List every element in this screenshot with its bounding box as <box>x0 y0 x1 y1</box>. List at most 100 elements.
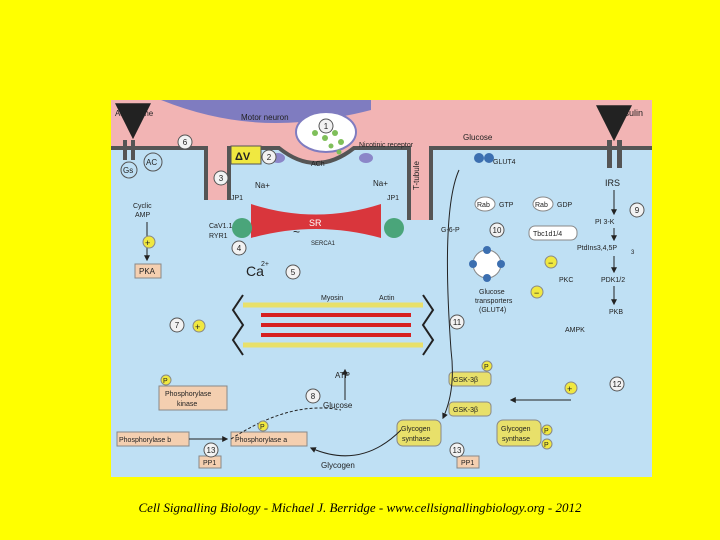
gtp-label: GTP <box>499 202 514 209</box>
step-circle <box>261 149 277 165</box>
step-number: 1 <box>324 122 329 131</box>
glut-label-2: transporters <box>475 298 513 305</box>
phospho-marker <box>481 360 493 372</box>
gs-inactive-label-1: Glycogen <box>501 426 531 433</box>
sarcoplasmic-reticulum <box>251 204 381 238</box>
contractile-apparatus <box>231 294 435 356</box>
ach-molecule <box>336 149 342 155</box>
gsk3-label-2: GSK-3β <box>453 407 478 414</box>
step-number: 5 <box>291 268 296 277</box>
rab-label-2: Rab <box>535 202 548 209</box>
plus-label: + <box>145 238 150 248</box>
rab-label-1: Rab <box>477 202 490 209</box>
ac-node <box>143 152 163 172</box>
synthase-to-glycogen-arrow <box>309 429 402 457</box>
step-circle <box>489 222 505 238</box>
step-number: 12 <box>613 380 622 389</box>
step-number: 11 <box>453 318 462 327</box>
pka-box <box>134 263 162 279</box>
insulin-receptor <box>617 140 622 168</box>
serca-label: SERCA1 <box>311 241 336 247</box>
step-circle <box>609 376 625 392</box>
vesicle <box>332 130 338 136</box>
step-circle <box>449 442 465 458</box>
glucose-ext-label: Glucose <box>463 133 493 142</box>
rab-gtp-node <box>474 196 496 212</box>
step-number: 2 <box>267 153 272 162</box>
insulin-receptor <box>607 140 612 168</box>
glut4-transporter <box>474 153 484 163</box>
ac-label: AC <box>146 158 157 167</box>
inhibition-marker <box>530 285 544 299</box>
vesicle <box>312 130 318 136</box>
gs-label: Gs <box>123 166 133 175</box>
glut4-label: GLUT4 <box>493 159 516 166</box>
caption: Cell Signalling Biology - Michael J. Ber… <box>138 500 582 515</box>
phospho-label: P <box>163 378 168 385</box>
step-circle <box>318 118 334 134</box>
calcium-charge: 2+ <box>261 261 269 268</box>
dv-label: ΔV <box>235 151 251 163</box>
gs-node <box>120 161 138 179</box>
vesicle <box>338 139 344 145</box>
phb-label: Phosphorylase b <box>119 437 171 444</box>
myosin-label: Myosin <box>321 295 343 302</box>
z-disc <box>231 294 245 356</box>
insulin-label: Insulin <box>617 108 643 118</box>
ampk-label: AMPK <box>565 327 585 334</box>
g6p-label: G-6-P <box>441 227 460 234</box>
step-number: 13 <box>207 446 216 455</box>
phk-label-2: kinase <box>177 401 197 408</box>
signalling-diagram: Motor neuron Adrenaline Insulin Glucose … <box>111 100 652 477</box>
jp1-label-left: JP1 <box>231 195 243 202</box>
na-label-2: Na+ <box>373 179 388 188</box>
step-circle <box>177 134 193 150</box>
phospho-label: P <box>544 442 549 449</box>
adrenergic-receptor <box>123 140 127 160</box>
step-number: 8 <box>311 392 316 401</box>
glut4-vesicle <box>469 246 505 282</box>
plus-label: + <box>567 384 572 394</box>
phk-label-1: Phosphorylase <box>165 391 211 398</box>
gsk3-box-1 <box>448 371 492 387</box>
phosphorylase-kinase-box <box>158 385 228 411</box>
calcium-label: Ca <box>246 263 264 279</box>
adrenaline-label: Adrenaline <box>115 109 154 118</box>
ptdins-label: PtdIns3,4,5P <box>577 245 617 252</box>
gs-active-label-2: synthase <box>402 436 430 443</box>
step-circle <box>203 442 219 458</box>
pp1-label-left: PP1 <box>203 460 216 467</box>
glut4-transporter <box>497 260 505 268</box>
gs-inactive-label-2: synthase <box>502 436 530 443</box>
step-number: 9 <box>635 206 640 215</box>
glut4-transporter <box>483 274 491 282</box>
gsk3-label-1: GSK-3β <box>453 377 478 384</box>
phospho-marker <box>160 374 172 386</box>
cytoplasm <box>111 100 652 477</box>
step-circle <box>305 388 321 404</box>
glut-label-1: Glucose <box>479 289 505 296</box>
plus-label: + <box>195 322 200 332</box>
phospho-label: P <box>484 364 489 371</box>
minus-label: − <box>534 288 539 298</box>
gsk3-box-2 <box>448 401 492 417</box>
step-circle <box>213 170 229 186</box>
nicotinic-receptor <box>359 153 373 163</box>
step-circle <box>285 264 301 280</box>
t-tubule-label: T-tubule <box>412 161 421 190</box>
na-label-1: Na+ <box>255 181 270 190</box>
glucose-mid-label: Glucose <box>323 401 353 410</box>
ryr-label: RYR1 <box>209 233 228 240</box>
activation-marker <box>564 381 578 395</box>
step-number: 10 <box>493 226 502 235</box>
actin-label: Actin <box>379 295 395 302</box>
irs-label: IRS <box>605 178 620 188</box>
pkb-label: PKB <box>609 309 623 316</box>
pp1-label-right: PP1 <box>461 460 474 467</box>
nicotinic-label: Nicotinic receptor <box>359 142 414 149</box>
step-circle <box>231 240 247 256</box>
step-number: 7 <box>175 321 180 330</box>
phospho-marker <box>257 420 269 432</box>
step-circle <box>169 317 185 333</box>
